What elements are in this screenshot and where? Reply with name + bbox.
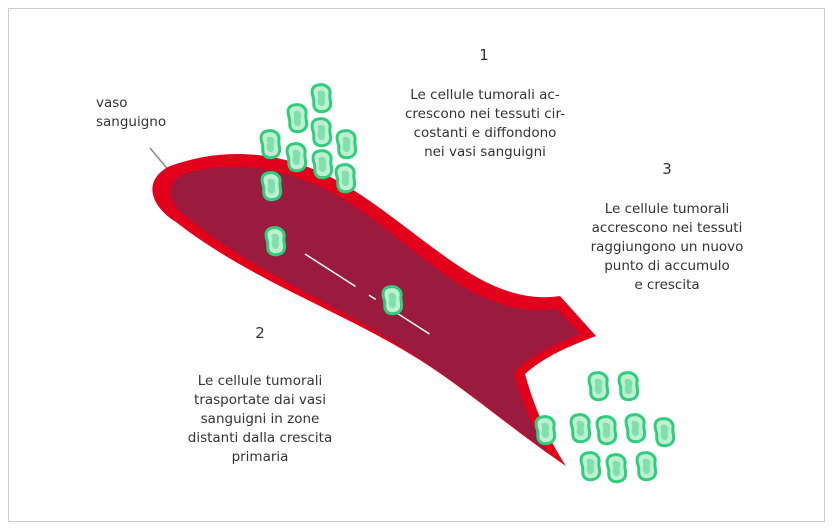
tumor-cell-icon: [336, 165, 355, 192]
cell-cluster-secondary: [536, 373, 674, 482]
tumor-cell-icon: [607, 455, 626, 482]
tumor-cell-icon: [288, 105, 307, 132]
step1-number: 1: [474, 46, 494, 64]
tumor-cell-icon: [287, 144, 306, 171]
step3-number: 3: [657, 160, 677, 178]
tumor-cell-icon: [383, 287, 402, 314]
tumor-cell-icon: [266, 228, 285, 255]
vessel-label: vaso sanguigno: [96, 94, 168, 132]
step1-text: Le cellule tumorali ac- crescono nei tes…: [380, 86, 590, 162]
tumor-cell-icon: [312, 119, 331, 146]
tumor-cell-icon: [581, 453, 600, 480]
tumor-cell-icon: [589, 373, 608, 400]
tumor-cell-icon: [536, 417, 555, 444]
step2-text: Le cellule tumorali trasportate dai vasi…: [160, 372, 360, 467]
step3-text: Le cellule tumorali accrescono nei tessu…: [562, 200, 772, 295]
tumor-cell-icon: [619, 373, 638, 400]
tumor-cell-icon: [637, 453, 656, 480]
tumor-cell-icon: [655, 419, 674, 446]
tumor-cell-icon: [262, 173, 281, 200]
step2-number: 2: [250, 324, 270, 342]
tumor-cell-icon: [313, 151, 332, 178]
tumor-cell-icon: [337, 131, 356, 158]
tumor-cell-icon: [312, 85, 331, 112]
tumor-cell-icon: [597, 417, 616, 444]
tumor-cell-icon: [571, 415, 590, 442]
tumor-cell-icon: [261, 131, 280, 158]
tumor-cell-icon: [626, 415, 645, 442]
